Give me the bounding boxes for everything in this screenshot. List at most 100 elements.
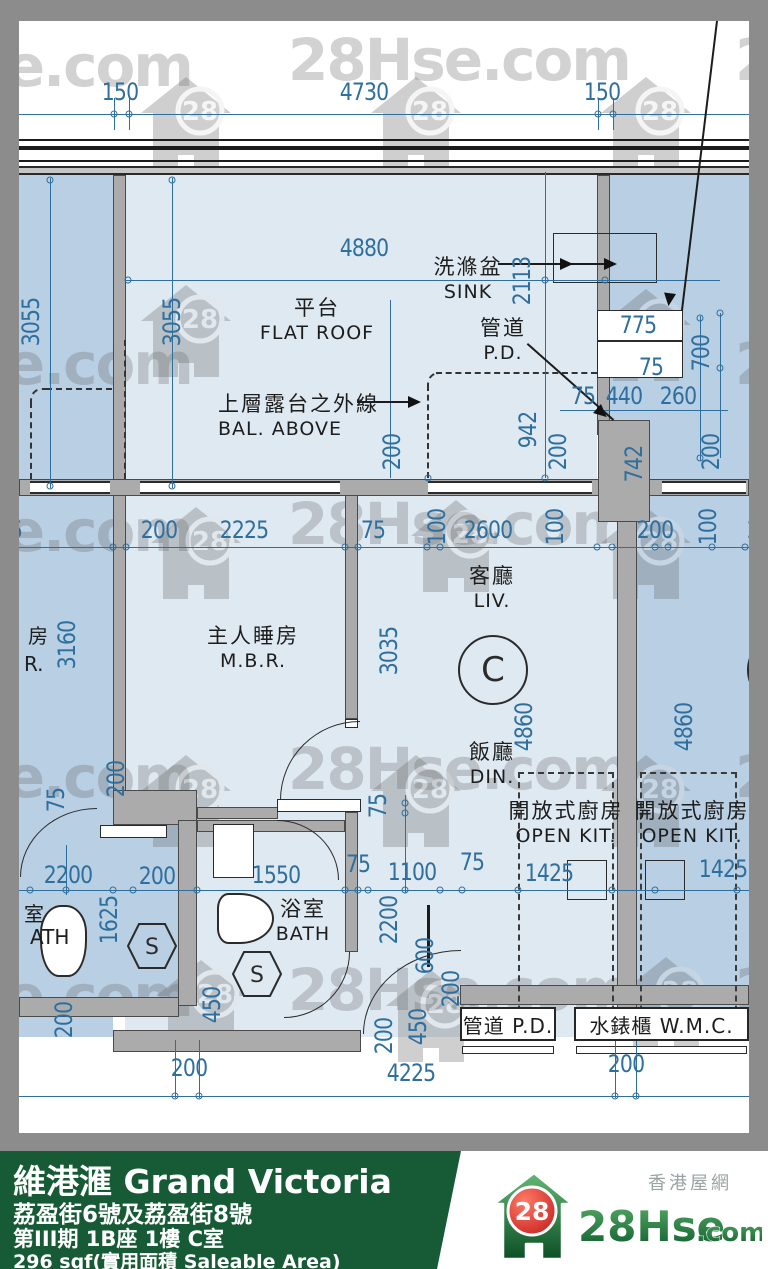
room-label-zh: 浴室 xyxy=(279,897,326,921)
dim-tick xyxy=(46,482,54,490)
party-wall xyxy=(617,495,637,1040)
dim-tick xyxy=(436,543,444,551)
dimension-label: 4730 xyxy=(339,78,389,106)
dim-line xyxy=(700,316,701,461)
room-label-zh: 開放式廚房 xyxy=(634,799,750,823)
party-wall xyxy=(113,175,126,820)
dimension-label: 3055 xyxy=(158,297,186,347)
dimension-label: 2200 xyxy=(43,861,93,889)
dim-tick xyxy=(664,543,672,551)
dimension-label: 942 xyxy=(514,411,542,449)
dim-tick xyxy=(401,799,409,807)
dimension-label: 200 xyxy=(607,1050,645,1078)
dim-tick xyxy=(716,364,724,372)
dimension-label: 200 xyxy=(370,1017,398,1055)
room-label-zh: 上層露台之外線 xyxy=(218,392,379,416)
dimension-label: 1425 xyxy=(698,855,748,883)
dimension-label: 450 xyxy=(404,1008,432,1046)
dim-line xyxy=(19,890,749,891)
bal-outline xyxy=(46,388,112,390)
room-label-en: SINK xyxy=(443,281,493,303)
dim-tick xyxy=(354,886,362,894)
dim-tick xyxy=(458,886,466,894)
sill xyxy=(576,1046,747,1054)
dimension-label: 3035 xyxy=(375,626,403,676)
dim-tick xyxy=(632,1092,640,1100)
window xyxy=(140,481,340,494)
dimension-label: 200 xyxy=(102,760,130,798)
wall xyxy=(197,807,278,819)
unit-letter-circle: C xyxy=(458,635,528,705)
dim-tick xyxy=(611,1092,619,1100)
footer-bar: 維港滙 Grand Victoria 荔盈街6號及荔盈街8號 第III期 1B座… xyxy=(0,1151,768,1269)
watermark-house-icon: 28 xyxy=(141,285,231,377)
room-label-en: BATH xyxy=(275,923,331,945)
dimension-label: 200 xyxy=(437,970,465,1008)
dim-tick xyxy=(364,886,372,894)
room-label-en: P.D. xyxy=(483,342,523,364)
svg-text:28: 28 xyxy=(197,980,233,1010)
dim-tick xyxy=(716,309,724,317)
dim-line xyxy=(125,280,720,281)
sill xyxy=(462,1046,554,1054)
watermark-text: 28Hse.com xyxy=(0,497,194,565)
hob xyxy=(645,860,685,900)
bottom-wall xyxy=(19,997,179,1017)
svg-text:28: 28 xyxy=(642,527,678,557)
bath-wall xyxy=(345,812,358,952)
svg-text:28: 28 xyxy=(192,527,228,557)
hob xyxy=(567,860,607,900)
dim-tick xyxy=(401,809,409,817)
room-label-en: DIN. xyxy=(469,766,515,788)
shower-symbol: S xyxy=(232,951,282,997)
neighbor-bath-fill xyxy=(113,820,178,1000)
dim-tick xyxy=(541,474,549,482)
dimension-label: 200 xyxy=(697,433,725,471)
estate-title: 維港滙 Grand Victoria xyxy=(13,1155,392,1203)
dim-tick xyxy=(168,482,176,490)
dimension-label: 1100 xyxy=(387,858,437,886)
dim-tick xyxy=(168,176,176,184)
dim-line xyxy=(545,172,546,478)
dimension-label: 75 xyxy=(42,787,70,813)
svg-text:28: 28 xyxy=(182,305,218,335)
room-label-en: LIV. xyxy=(473,590,511,612)
room-label-zh: 飯廳 xyxy=(469,740,515,764)
door-leaf xyxy=(277,799,361,812)
arrowhead xyxy=(408,396,421,408)
room-label-en: OPEN KIT. xyxy=(641,825,743,847)
dim-line xyxy=(720,313,721,458)
room-label-zh: 主人睡房 xyxy=(207,624,299,648)
room-label-en: BAL. ABOVE xyxy=(218,418,343,440)
clipped-label-fragment: ATH xyxy=(30,925,70,949)
bal-outline xyxy=(30,402,32,479)
dimension-label: 75 xyxy=(345,850,371,878)
dimension-label: 200 xyxy=(50,1001,78,1039)
shower-symbol: S xyxy=(127,923,177,969)
dim-tick xyxy=(195,1092,203,1100)
dimension-label: 742 xyxy=(620,445,648,483)
room-label-zh: 客廳 xyxy=(469,564,515,588)
dimension-label: 600 xyxy=(411,937,439,975)
window xyxy=(30,481,110,494)
dimension-label: 100 xyxy=(541,508,569,546)
frame-bottom-strip xyxy=(0,1133,768,1151)
dim-tick xyxy=(109,543,117,551)
site-line xyxy=(19,139,749,141)
dim-tick xyxy=(424,474,432,482)
svg-text:28: 28 xyxy=(452,520,488,550)
bal-outline xyxy=(427,385,429,478)
dimension-label: 2225 xyxy=(219,516,269,544)
dim-line xyxy=(615,1040,616,1098)
bal-outline xyxy=(30,388,46,403)
dim-tick xyxy=(26,886,34,894)
dimension-label: 75 xyxy=(360,516,386,544)
dim-line xyxy=(390,300,391,478)
utility-box-label: 管道 P.D. xyxy=(460,1007,556,1041)
dim-line xyxy=(560,410,728,411)
